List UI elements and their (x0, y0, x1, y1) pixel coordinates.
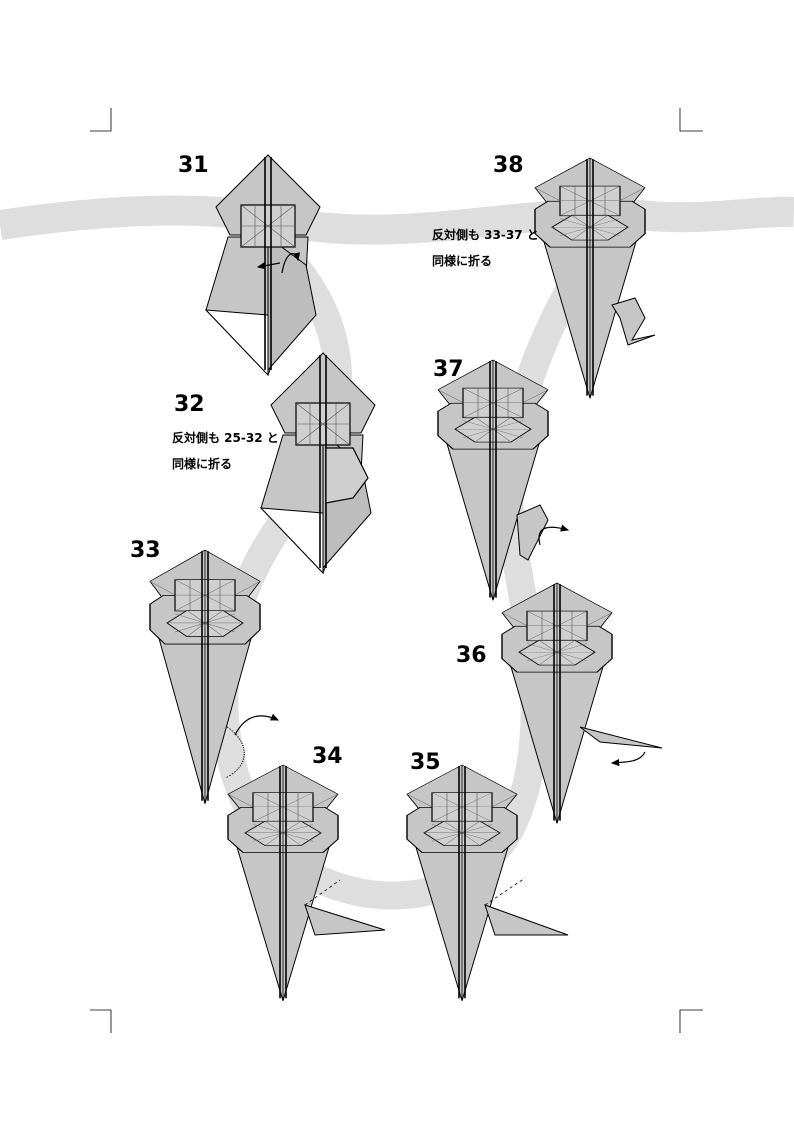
step-36-number: 36 (456, 643, 487, 668)
step-35-flap (484, 904, 569, 936)
step-34-number: 34 (312, 744, 343, 769)
step-34-flap (304, 904, 386, 936)
step-31-number: 31 (178, 153, 209, 178)
step-33-arrow (234, 713, 280, 736)
step-33-figure (149, 549, 261, 805)
step-38-note-line2: 同様に折る (432, 254, 493, 268)
step-38-note: 反対側も 33-37 と 同様に折る (432, 222, 539, 274)
step-32-figure (260, 352, 376, 574)
track-band (0, 195, 794, 245)
step-37-figure (437, 359, 549, 602)
step-37-flap (516, 504, 549, 561)
step-38-figure (534, 157, 646, 400)
crop-marks (90, 108, 703, 1033)
step-38-number: 38 (493, 153, 524, 178)
step-33-number: 33 (130, 538, 161, 563)
step-37-number: 37 (433, 357, 464, 382)
step-38-note-line1: 反対側も 33-37 と (432, 228, 539, 242)
step-31-figure (205, 154, 321, 376)
step-38-flap (611, 297, 656, 346)
step-32-note-line2: 同様に折る (172, 457, 233, 471)
step-35-number: 35 (410, 750, 441, 775)
step-32-number: 32 (174, 392, 205, 417)
step-36-flap (579, 726, 663, 749)
step-32-note-line1: 反対側も 25-32 と (172, 431, 279, 445)
step-32-note: 反対側も 25-32 と 同様に折る (172, 425, 279, 477)
